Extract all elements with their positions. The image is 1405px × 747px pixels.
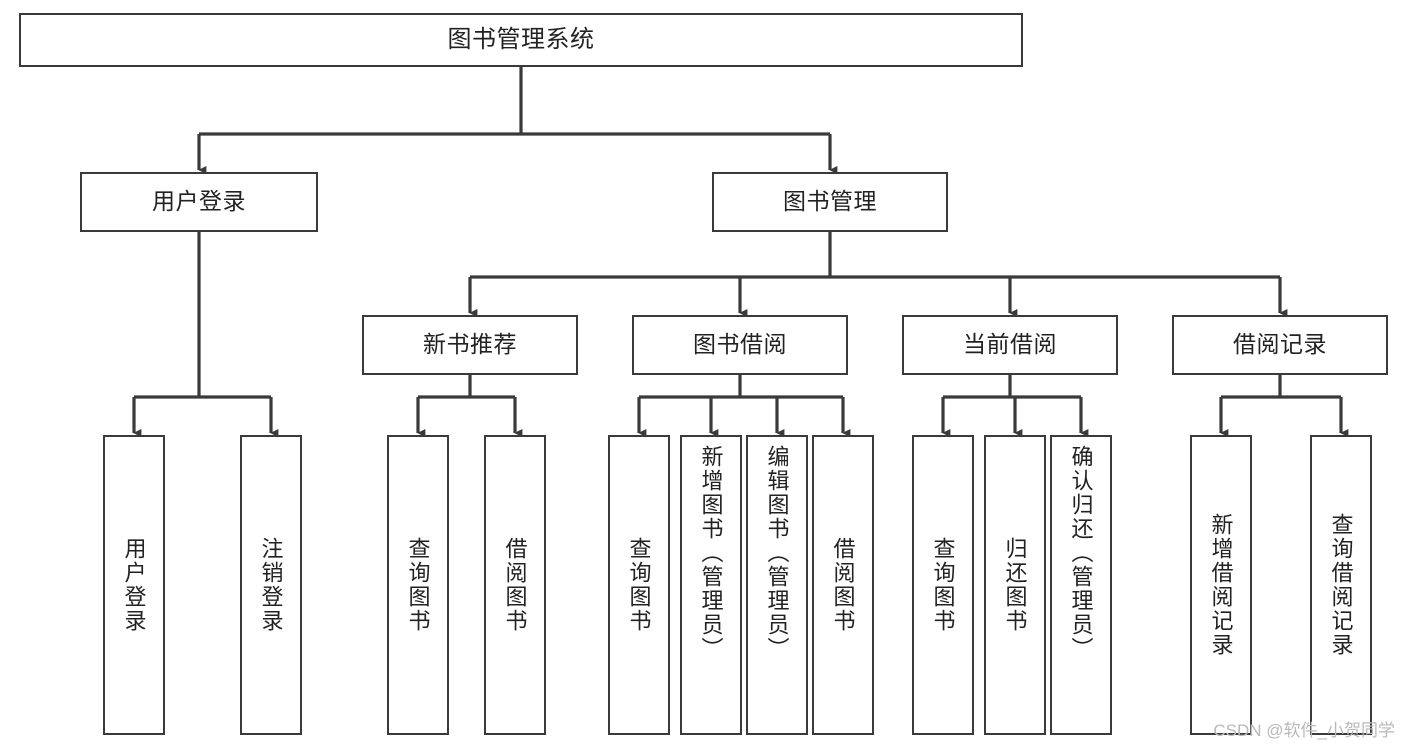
connector-bus (418, 375, 515, 399)
node-label: 编辑图书（管理员） (764, 445, 790, 661)
node-label: 图书管理系统 (447, 25, 595, 53)
node-label: 查询图书 (405, 537, 431, 633)
node-l2b[interactable]: 图书管理 (712, 172, 948, 232)
node-label: 当前借阅 (963, 331, 1057, 358)
node-leaf02[interactable]: 注销登录 (240, 435, 302, 735)
node-label: 确认归还（管理员） (1068, 445, 1094, 661)
node-root[interactable]: 图书管理系统 (19, 13, 1023, 67)
connector-bus (199, 67, 830, 136)
node-label: 借阅图书 (830, 537, 856, 633)
node-leaf07[interactable]: 编辑图书（管理员） (746, 435, 808, 735)
node-label: 用户登录 (121, 537, 147, 633)
node-l3b[interactable]: 图书借阅 (632, 315, 848, 375)
node-label: 图书借阅 (693, 331, 787, 358)
node-label: 查询借阅记录 (1328, 513, 1354, 657)
node-leaf01[interactable]: 用户登录 (103, 435, 165, 735)
node-label: 新增图书（管理员） (698, 445, 724, 661)
node-label: 新增借阅记录 (1208, 513, 1234, 657)
node-leaf12[interactable]: 新增借阅记录 (1190, 435, 1252, 735)
node-leaf11[interactable]: 确认归还（管理员） (1050, 435, 1112, 735)
node-l3a[interactable]: 新书推荐 (362, 315, 578, 375)
node-leaf09[interactable]: 查询图书 (912, 435, 974, 735)
node-l2a[interactable]: 用户登录 (80, 172, 318, 232)
node-label: 用户登录 (152, 188, 246, 215)
connector-bus (1221, 375, 1341, 399)
watermark-text: CSDN @软件_小贺同学 (1213, 721, 1395, 740)
node-label: 归还图书 (1002, 537, 1028, 633)
node-leaf10[interactable]: 归还图书 (984, 435, 1046, 735)
node-label: 注销登录 (258, 537, 284, 633)
node-l3c[interactable]: 当前借阅 (902, 315, 1118, 375)
node-label: 新书推荐 (423, 331, 517, 358)
node-leaf13[interactable]: 查询借阅记录 (1310, 435, 1372, 735)
connector-bus (943, 375, 1081, 399)
node-leaf08[interactable]: 借阅图书 (812, 435, 874, 735)
connector-bus (470, 232, 1280, 279)
node-leaf04[interactable]: 借阅图书 (484, 435, 546, 735)
node-l3d[interactable]: 借阅记录 (1172, 315, 1388, 375)
connector-bus (639, 375, 843, 399)
node-leaf05[interactable]: 查询图书 (608, 435, 670, 735)
node-label: 图书管理 (783, 188, 877, 215)
node-leaf06[interactable]: 新增图书（管理员） (680, 435, 742, 735)
node-label: 查询图书 (626, 537, 652, 633)
node-label: 借阅图书 (502, 537, 528, 633)
node-label: 查询图书 (930, 537, 956, 633)
node-leaf03[interactable]: 查询图书 (387, 435, 449, 735)
connector-bus (134, 232, 271, 399)
node-label: 借阅记录 (1233, 331, 1327, 358)
